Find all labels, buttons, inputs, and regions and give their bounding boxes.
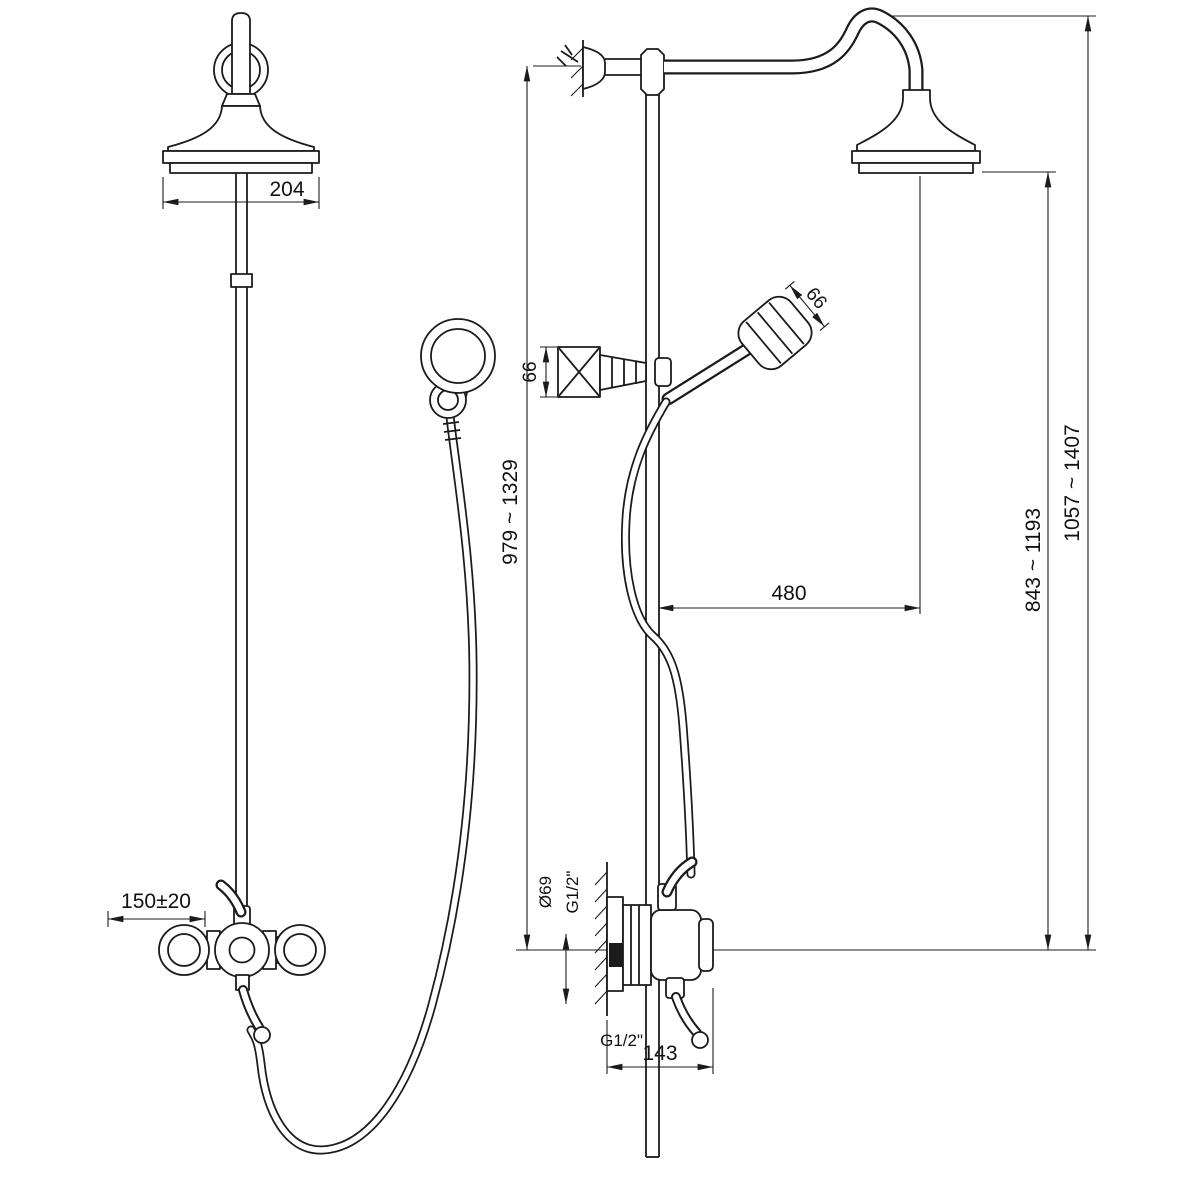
- gooseneck-arm: [664, 7, 924, 92]
- holder-cone: [599, 354, 647, 391]
- dim-supply-spacing: 150±20: [121, 890, 191, 913]
- hand-shower-clamp: [654, 357, 672, 387]
- wall-flange: [582, 46, 606, 90]
- arm-junction: [640, 48, 665, 96]
- dim-arm-reach: 480: [771, 582, 806, 605]
- valve-body-side: [650, 909, 702, 981]
- lower-lever-ball: [253, 1026, 271, 1044]
- side-view: 979 ~ 1329 480 843 ~ 1193 1057 ~ 1407 Ø6…: [499, 7, 1096, 1158]
- lower-lever-ball-side: [691, 1031, 709, 1049]
- label-thread-wall: G1/2": [563, 871, 582, 914]
- head-rim-side: [851, 150, 981, 164]
- label-thread-inlet: G1/2": [600, 1031, 643, 1050]
- hand-shower-spray-face: [430, 328, 486, 384]
- dim-head-height: 843 ~ 1193: [1022, 508, 1045, 612]
- head-neck: [221, 93, 261, 107]
- arm-stub: [231, 12, 251, 95]
- dim-valve-width: 143: [642, 1042, 677, 1065]
- head-rim: [162, 150, 320, 164]
- head-rim-inner: [169, 162, 313, 174]
- valve-front-cap: [698, 918, 714, 972]
- dim-spray-width: 66: [801, 284, 831, 314]
- dim-escutcheon-diameter: Ø69: [536, 876, 555, 908]
- dim-holder-width: 66: [520, 361, 541, 382]
- dim-total-height: 1057 ~ 1407: [1061, 424, 1084, 541]
- dim-riser-height: 979 ~ 1329: [499, 459, 522, 565]
- hand-shower-hose: [246, 411, 478, 1155]
- valve-ribbed-section: [622, 904, 652, 986]
- head-bell-side: [856, 89, 976, 152]
- head-bell: [167, 105, 315, 152]
- valve-center-cap: [214, 922, 270, 978]
- flange-screw: [560, 50, 579, 63]
- hand-shower-face-outer: [420, 318, 496, 394]
- front-view: 204 150±20: [107, 12, 496, 1155]
- dim-head-diameter: 204: [269, 178, 304, 201]
- hand-shower-head-side: 66: [737, 281, 831, 371]
- pipe-coupler: [230, 273, 253, 288]
